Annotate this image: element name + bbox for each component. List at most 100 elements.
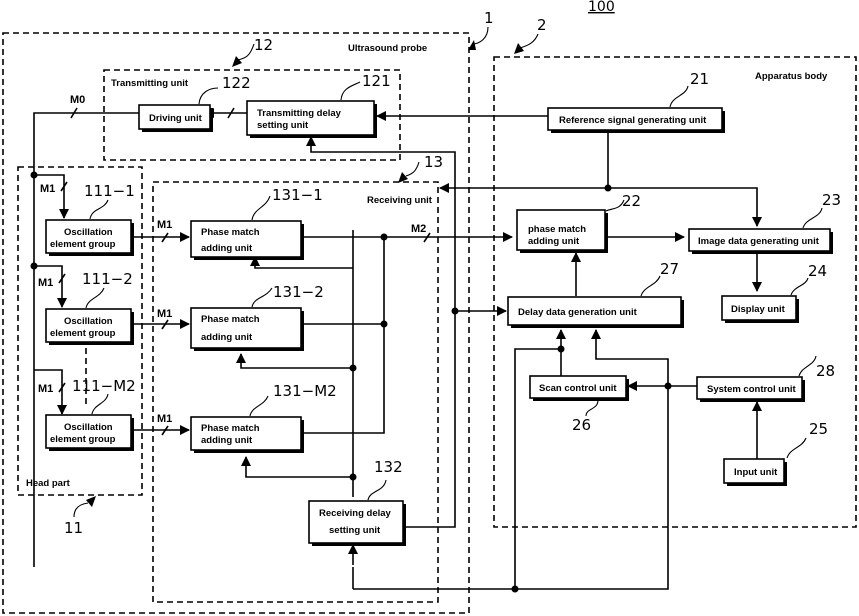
- bus-label-m1: M1: [157, 219, 172, 231]
- oscM2-leader: [92, 394, 108, 414]
- junction-dot: [512, 586, 519, 593]
- pma2-label-1: Phase match: [201, 314, 260, 325]
- body-leader: [520, 34, 538, 48]
- bus-label-m1: M1: [157, 413, 172, 425]
- junction-dot: [350, 365, 357, 372]
- probe-leader: [472, 27, 488, 44]
- pma1-label-2: adding unit: [201, 243, 253, 254]
- wire-ctrl-to-pmaM2: [246, 457, 353, 477]
- body-ref: 2: [537, 16, 547, 34]
- scan-ctrl-ref: 26: [572, 416, 591, 434]
- receiving-leader: [406, 162, 419, 176]
- pma1-label-1: Phase match: [201, 227, 260, 238]
- image-gen-label: Image data generating unit: [698, 236, 820, 247]
- driving-unit-label: Driving unit: [149, 113, 203, 124]
- delay-gen-leader: [641, 276, 660, 296]
- receiving-delay-setting-unit-block: Receiving delay setting unit 132: [309, 458, 406, 546]
- oscM2-label-2: element group: [50, 434, 116, 445]
- osc2-label-1: Oscillation: [64, 316, 113, 327]
- junction-dot: [31, 263, 38, 270]
- junction-dot: [452, 308, 459, 315]
- osc1-ref: 111−1: [84, 182, 135, 200]
- junction-dot: [31, 172, 38, 179]
- scan-ctrl-leader: [586, 400, 598, 416]
- pmaM2-ref: 131−M2: [273, 382, 337, 400]
- rx-delay-label-1: Receiving delay: [319, 508, 392, 519]
- body-phase-match-adding-unit-block: phase match adding unit 22: [517, 192, 641, 253]
- osc2-leader: [86, 288, 104, 308]
- sys-ctrl-ref: 28: [816, 362, 835, 380]
- bus-label-m0: M0: [70, 94, 85, 106]
- junction-dot: [558, 346, 565, 353]
- oscillation-element-group-1: Oscillation element group 111−1: [46, 182, 135, 256]
- input-unit-block: Input unit 25: [724, 420, 828, 486]
- reference-signal-generating-unit-block: Reference signal generating unit 21: [548, 70, 725, 133]
- tx-delay-leader: [341, 82, 360, 100]
- body-label: Apparatus body: [755, 71, 828, 82]
- pma2-leader: [252, 288, 272, 307]
- transmitting-leader-arrow: [232, 56, 242, 67]
- transmitting-leader: [238, 44, 254, 60]
- head-leader: [74, 503, 88, 517]
- ref-signal-leader: [670, 86, 688, 107]
- ref-signal-label: Reference signal generating unit: [559, 115, 707, 126]
- osc1-label-2: element group: [50, 239, 116, 250]
- osc1-label-1: Oscillation: [64, 227, 113, 238]
- oscillation-element-group-2: Oscillation element group 111−2: [46, 270, 134, 345]
- body-pma-label-2: adding unit: [528, 236, 580, 247]
- driving-leader: [199, 88, 218, 104]
- body-pma-ref: 22: [622, 192, 641, 210]
- pma1-leader: [252, 196, 270, 220]
- transmitting-label: Transmitting unit: [111, 78, 189, 89]
- image-gen-ref: 23: [822, 191, 841, 209]
- display-leader: [791, 278, 808, 295]
- transmitting-unit-group: Transmitting unit 12: [104, 36, 400, 160]
- body-pma-label-1: phase match: [528, 224, 586, 235]
- wire-pma-outputs: [302, 237, 384, 433]
- oscM2-ref: 111−M2: [72, 377, 136, 395]
- osc2-ref: 111−2: [82, 270, 133, 288]
- receiving-label: Receiving unit: [367, 195, 433, 206]
- junction-dot: [381, 234, 388, 241]
- probe-label: Ultrasound probe: [348, 43, 427, 54]
- transmitting-ref: 12: [254, 36, 273, 54]
- delay-gen-label: Delay data generation unit: [518, 307, 638, 318]
- phase-match-adding-unit-2: Phase match adding unit 131−2: [191, 283, 324, 351]
- bus-label-m1: M1: [40, 183, 55, 195]
- delay-gen-ref: 27: [660, 260, 679, 278]
- rx-delay-leader: [368, 480, 386, 500]
- image-data-generating-unit-block: Image data generating unit 23: [689, 191, 841, 254]
- oscillation-element-group-M2: Oscillation element group 111−M2: [46, 377, 136, 451]
- receiving-ref: 13: [424, 153, 443, 171]
- wire-ctrl-to-pma2: [241, 354, 353, 368]
- display-unit-block: Display unit 24: [722, 262, 827, 323]
- bus-label-m1: M1: [157, 308, 172, 320]
- delay-data-generation-unit-block: Delay data generation unit 27: [508, 260, 684, 328]
- display-ref: 24: [808, 262, 827, 280]
- scan-control-unit-block: Scan control unit 26: [530, 376, 629, 434]
- sys-ctrl-leader: [799, 356, 816, 376]
- junction-dot: [665, 383, 672, 390]
- pmaM2-leader: [250, 396, 268, 416]
- rx-delay-label-2: setting unit: [329, 525, 381, 536]
- sys-ctrl-label: System control unit: [707, 384, 797, 395]
- transmitting-delay-setting-unit-block: Transmitting delay setting unit 121: [247, 72, 391, 138]
- bus-label-m1: M1: [38, 277, 53, 289]
- system-control-unit-block: System control unit 28: [697, 356, 835, 402]
- input-ref: 25: [809, 420, 828, 438]
- body-leader-arrow: [514, 43, 524, 54]
- tx-delay-label-1: Transmitting delay: [257, 108, 342, 119]
- bus-label-m1: M1: [38, 383, 53, 395]
- junction-dot: [381, 321, 388, 328]
- head-ref: 11: [64, 519, 83, 537]
- probe-ref: 1: [484, 9, 494, 27]
- scan-ctrl-label: Scan control unit: [539, 383, 617, 394]
- input-label: Input unit: [734, 467, 778, 478]
- display-label: Display unit: [731, 304, 786, 315]
- tx-delay-label-2: setting unit: [257, 120, 309, 131]
- junction-dot: [350, 474, 357, 481]
- head-label: Head part: [26, 478, 71, 489]
- ref-signal-ref: 21: [690, 70, 709, 88]
- osc2-label-2: element group: [50, 328, 116, 339]
